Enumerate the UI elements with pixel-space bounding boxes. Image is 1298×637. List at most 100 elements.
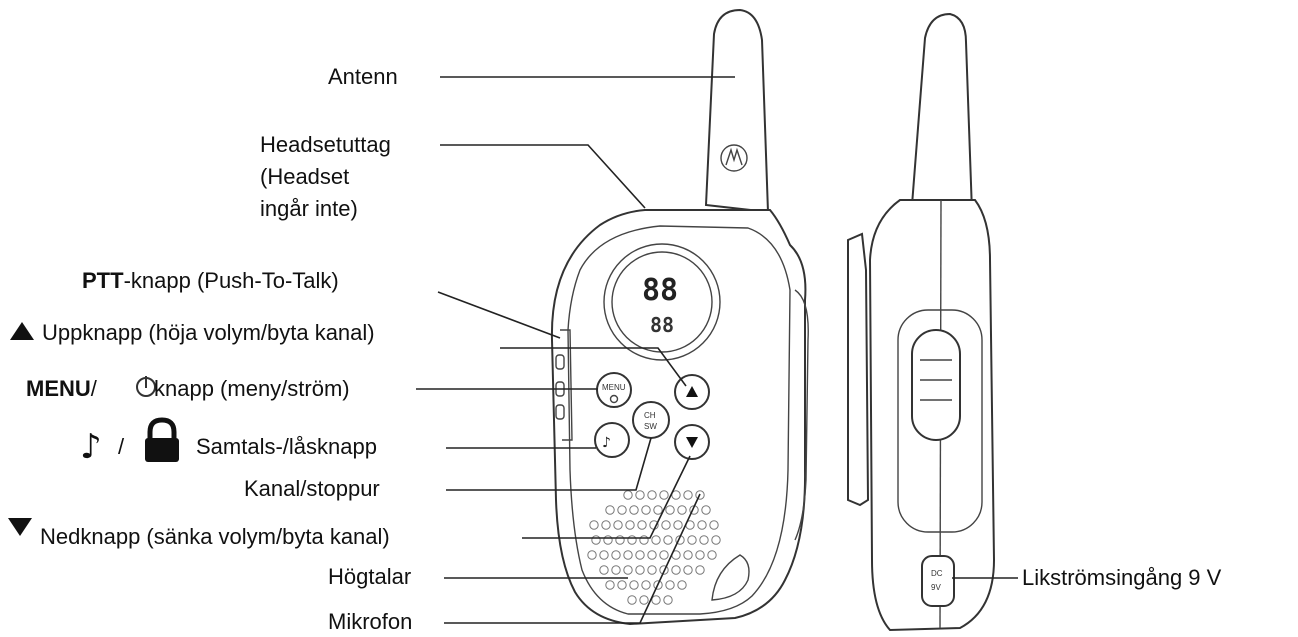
- display-digits-top: 88: [642, 273, 678, 308]
- label-down: Nedknapp (sänka volym/byta kanal): [40, 524, 390, 549]
- speaker-hole: [665, 505, 675, 515]
- speaker-hole: [635, 490, 645, 500]
- line-mic: [444, 493, 701, 624]
- speaker-hole: [623, 565, 633, 575]
- label-dc: Likströmsingång 9 V: [1022, 565, 1222, 590]
- speaker-hole: [687, 535, 697, 545]
- speaker-hole: [647, 550, 657, 560]
- speaker-hole: [651, 535, 661, 545]
- speaker-hole: [587, 550, 597, 560]
- speaker-hole: [627, 535, 637, 545]
- speaker-hole: [651, 595, 661, 605]
- label-call-lock: Samtals-/låsknapp: [196, 434, 377, 459]
- speaker-hole: [665, 580, 675, 590]
- label-ptt-bold: PTT: [82, 268, 124, 293]
- label-headset-line3: ingår inte): [260, 196, 358, 221]
- line-up: [500, 347, 687, 387]
- right-grip: [794, 289, 809, 541]
- call-lock-button[interactable]: [594, 422, 630, 458]
- front-view-device: 88 88 MENU CH SW ♪: [550, 8, 809, 626]
- speaker-hole: [663, 595, 673, 605]
- lock-icon: [145, 417, 179, 462]
- speaker-hole: [639, 595, 649, 605]
- speaker-hole: [699, 535, 709, 545]
- dc-jack-text-1: DC: [931, 569, 943, 578]
- speaker-hole: [677, 580, 687, 590]
- side-button-3: [555, 404, 565, 420]
- speaker-hole: [589, 520, 599, 530]
- speaker-hole: [613, 520, 623, 530]
- power-icon-small: [609, 394, 619, 404]
- menu-button-text: MENU: [602, 383, 626, 392]
- ch-sw-button[interactable]: [632, 401, 670, 439]
- label-antenna: Antenn: [328, 64, 398, 89]
- labels: Antenn Headsetuttag (Headset ingår inte)…: [8, 64, 1222, 634]
- side-antenna: [910, 12, 974, 214]
- ch-sw-text-2: SW: [644, 422, 657, 431]
- clip-release: [911, 329, 961, 441]
- line-ptt: [437, 291, 561, 339]
- speaker-hole: [639, 535, 649, 545]
- speaker-hole: [707, 550, 717, 560]
- line-down: [522, 455, 691, 539]
- line-channel: [446, 437, 652, 491]
- leader-lines: [416, 76, 1018, 624]
- speaker-hole: [615, 535, 625, 545]
- speaker-hole: [635, 550, 645, 560]
- label-speaker: Högtalar: [328, 564, 411, 589]
- label-menu-bold: MENU: [26, 376, 91, 401]
- speaker-hole: [683, 550, 693, 560]
- front-body-outline: [550, 209, 807, 626]
- label-headset-line1: Headsetuttag: [260, 132, 391, 157]
- speaker-hole: [603, 535, 613, 545]
- down-triangle-icon: [8, 518, 32, 536]
- speaker-hole: [653, 505, 663, 515]
- menu-button[interactable]: [596, 372, 632, 408]
- speaker-hole: [697, 520, 707, 530]
- display-bezel: [603, 243, 721, 361]
- down-arrow-icon: [686, 437, 698, 448]
- side-button-1: [555, 354, 565, 370]
- label-headset-line2: (Headset: [260, 164, 349, 189]
- antenna-shape: [704, 8, 770, 214]
- speaker-hole: [659, 565, 669, 575]
- speaker-hole: [591, 535, 601, 545]
- speaker-hole: [647, 490, 657, 500]
- power-icon: [136, 376, 156, 397]
- speaker-hole: [611, 565, 621, 575]
- belt-clip: [847, 232, 870, 507]
- speaker-hole: [695, 490, 705, 500]
- speaker-hole: [599, 565, 609, 575]
- speaker-hole: [641, 580, 651, 590]
- label-ptt-rest: -knapp (Push-To-Talk): [124, 268, 339, 293]
- speaker-hole: [623, 550, 633, 560]
- lcd-display: [611, 251, 713, 353]
- label-menu-rest: knapp (meny/ström): [154, 376, 350, 401]
- speaker-hole: [659, 550, 669, 560]
- speaker-hole: [671, 565, 681, 575]
- speaker-hole: [601, 520, 611, 530]
- speaker-hole: [683, 490, 693, 500]
- speaker-grille: [587, 490, 721, 605]
- speaker-hole: [647, 565, 657, 575]
- motorola-logo-icon: [720, 144, 748, 172]
- left-grip: [560, 329, 573, 441]
- speaker-hole: [625, 520, 635, 530]
- speaker-hole: [599, 550, 609, 560]
- speaker-hole: [653, 580, 663, 590]
- label-menu: MENU/: [26, 376, 98, 401]
- clip-housing: [897, 309, 983, 533]
- speaker-hole: [617, 505, 627, 515]
- speaker-hole: [641, 505, 651, 515]
- speaker-hole: [695, 565, 705, 575]
- speaker-hole: [711, 535, 721, 545]
- speaker-hole: [673, 520, 683, 530]
- label-channel: Kanal/stoppur: [244, 476, 380, 501]
- label-call-slash: /: [118, 434, 125, 459]
- dc-jack: [921, 555, 955, 607]
- display-digits-bottom: 88: [650, 313, 674, 337]
- label-mic: Mikrofon: [328, 609, 412, 634]
- speaker-hole: [629, 505, 639, 515]
- speaker-hole: [661, 520, 671, 530]
- speaker-hole: [637, 520, 647, 530]
